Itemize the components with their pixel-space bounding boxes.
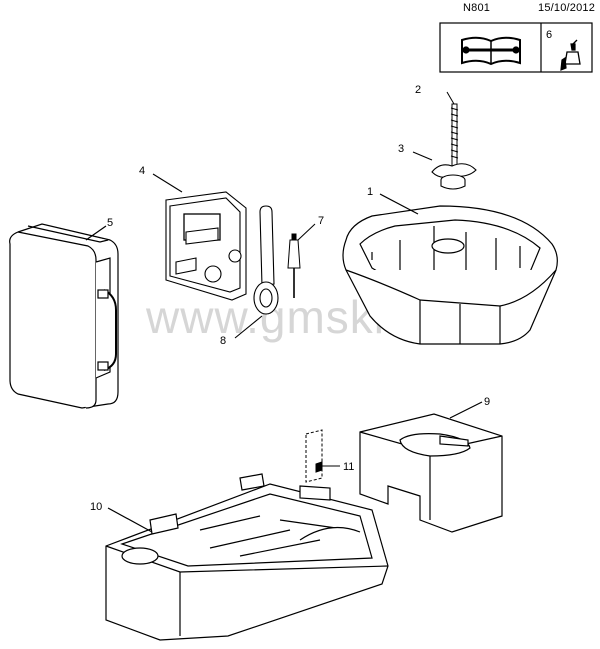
callout-11: 11	[343, 461, 354, 473]
icon-box-part-label: 6	[546, 29, 552, 41]
part-2-bolt	[446, 91, 459, 169]
callout-9: 9	[484, 396, 490, 408]
diagram-date: 15/10/2012	[538, 2, 596, 14]
open-book-with-wrench-icon	[461, 36, 521, 66]
part-7-screwdriver	[287, 223, 316, 298]
part-11-clip	[305, 429, 340, 483]
callout-7: 7	[318, 215, 324, 227]
part-8-handle	[234, 205, 279, 339]
part-3-wing-nut	[412, 151, 477, 190]
callout-4: 4	[139, 165, 145, 177]
callout-2: 2	[415, 84, 421, 96]
icon-box: 6	[439, 22, 593, 73]
callout-10: 10	[90, 501, 102, 513]
diagram-code: N801	[463, 2, 491, 14]
callout-1: 1	[367, 186, 373, 198]
part-5-case	[9, 223, 119, 409]
part-10-base-foam	[105, 473, 389, 641]
callout-8: 8	[220, 335, 226, 347]
part-4-bracket	[152, 173, 247, 301]
callout-5: 5	[107, 217, 113, 229]
callout-3: 3	[398, 143, 404, 155]
spray-bottle-icon	[560, 39, 581, 71]
part-1-tray	[342, 193, 558, 345]
part-9-foam-block	[359, 401, 503, 533]
